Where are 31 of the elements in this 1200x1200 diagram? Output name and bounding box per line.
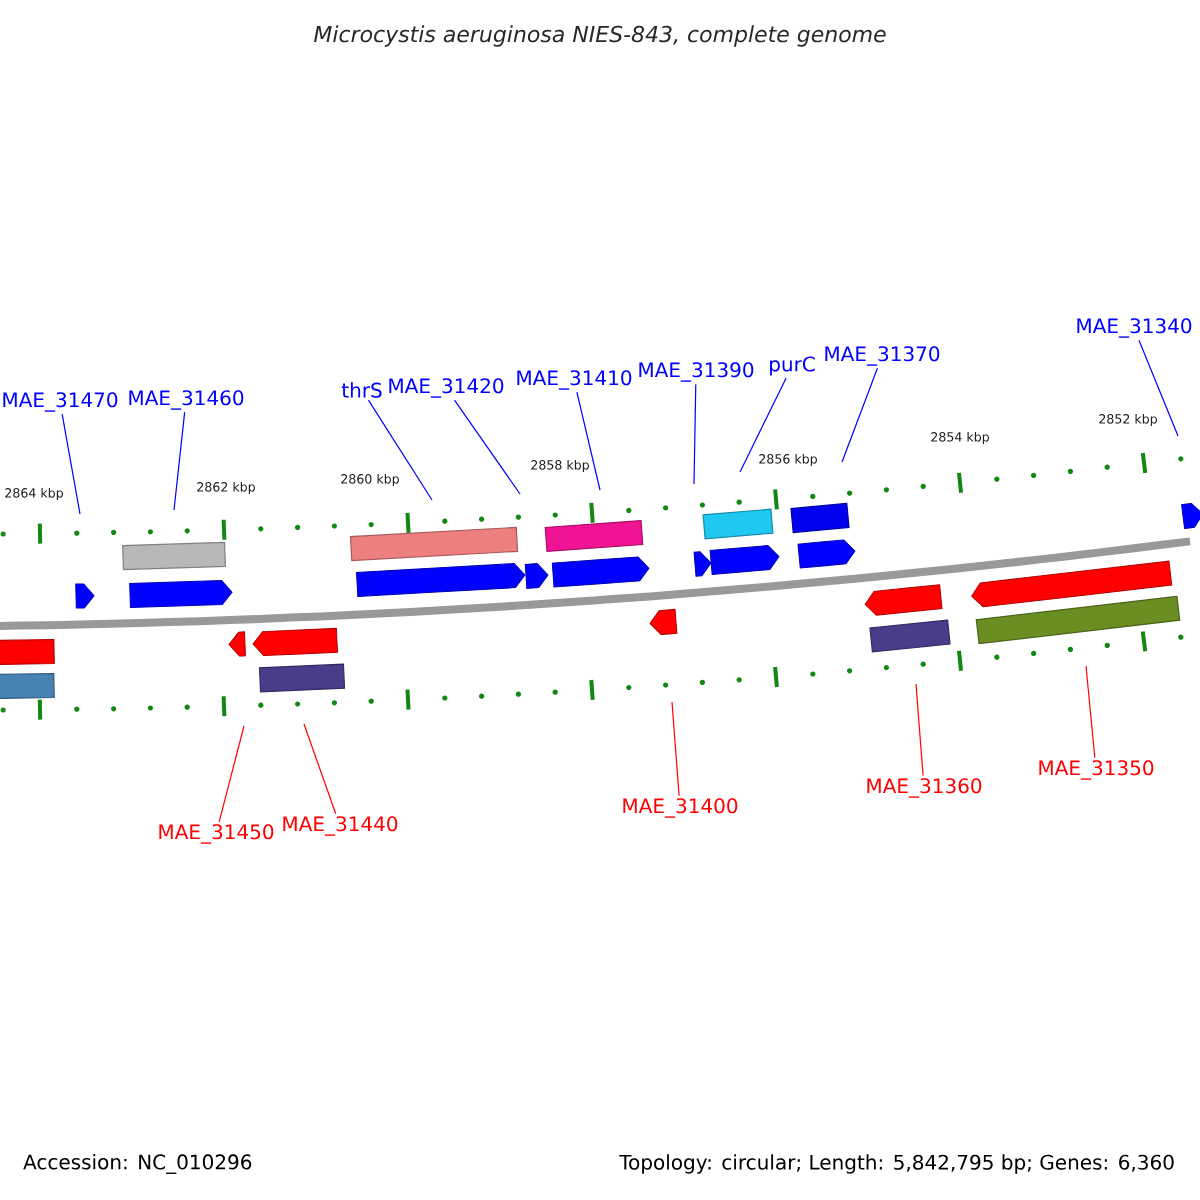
gene-label: purC	[770, 356, 815, 376]
leader-line	[173, 411, 186, 511]
title: Microcystis aeruginosa NIES-843, complete genome	[314, 25, 886, 47]
gene-label: MAE_31410	[517, 370, 632, 390]
footer-text: Accession: NC_010296	[23, 1154, 252, 1174]
gene-label: MAE_31450	[159, 824, 274, 844]
gene-label: MAE_31370	[825, 346, 940, 366]
gene-label: MAE_31390	[639, 362, 754, 382]
leader-line	[915, 683, 924, 777]
gene-label: MAE_31420	[389, 378, 504, 398]
leader-line	[218, 725, 245, 823]
gene-label: MAE_31400	[623, 798, 738, 818]
leader-line	[671, 701, 680, 797]
leader-line	[841, 367, 878, 463]
footer-text: Topology: circular; Length: 5,842,795 bp; Genes: 6,360	[619, 1154, 1174, 1174]
gene-label: MAE_31460	[129, 390, 244, 410]
leader-line	[1085, 665, 1096, 759]
gene-label: MAE_31360	[867, 778, 982, 798]
leader-line	[739, 377, 787, 473]
gene-label: MAE_31470	[3, 392, 118, 412]
leader-line	[1138, 339, 1179, 437]
gene-label: thrS	[341, 382, 382, 398]
leader-line	[453, 399, 521, 495]
leader-line	[576, 391, 601, 491]
leader-line	[693, 383, 697, 485]
leader-line	[303, 723, 337, 815]
gene-label: MAE_31350	[1039, 760, 1154, 780]
gene-label: MAE_31440	[283, 816, 398, 836]
leader-line	[61, 413, 81, 515]
leader-line	[367, 399, 433, 501]
gene-label: MAE_31340	[1077, 318, 1192, 338]
